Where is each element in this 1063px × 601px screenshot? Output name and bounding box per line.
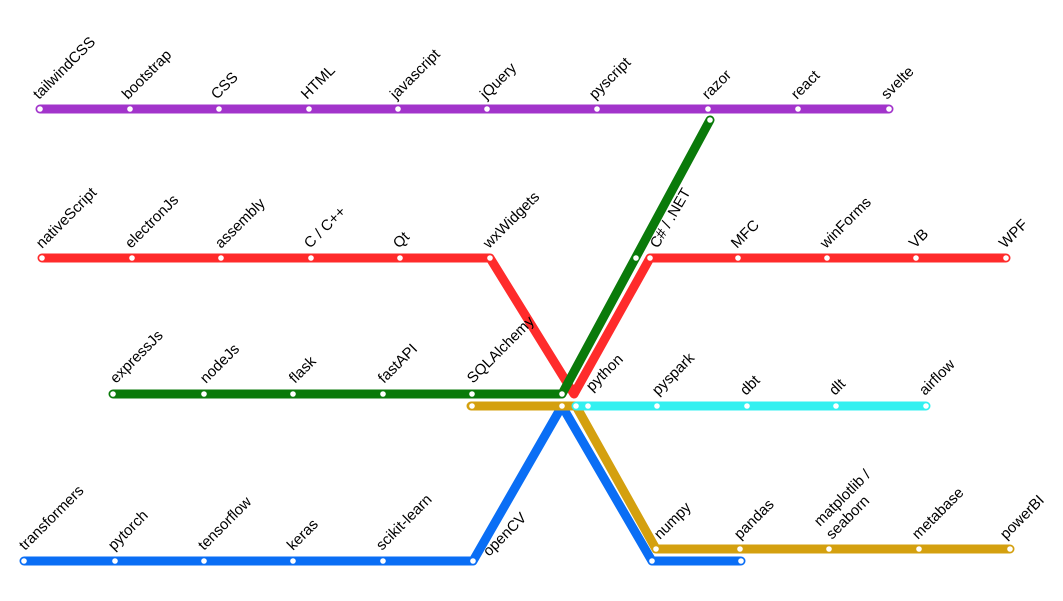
station-marker: [738, 558, 744, 564]
data-analysis-track: [466, 401, 1015, 554]
station-marker: [795, 106, 801, 112]
station-label-mfc: MFC: [728, 217, 763, 252]
desktop-track: [37, 253, 1011, 399]
station-label-vb: VB: [906, 226, 932, 252]
station-marker: [380, 391, 386, 397]
station-marker: [21, 558, 27, 564]
station-label-pytorch: pytorch: [105, 507, 152, 554]
station-marker: [824, 255, 830, 261]
station-label-tailwindcss: tailwindCSS: [30, 34, 99, 103]
desktop-line: [37, 253, 1011, 399]
station-marker: [487, 255, 493, 261]
station-marker: [923, 403, 929, 409]
station-label-fastapi: fastAPI: [375, 341, 421, 387]
station-marker: [469, 391, 475, 397]
station-marker: [705, 106, 711, 112]
station-marker: [110, 391, 116, 397]
station-marker: [127, 106, 133, 112]
station-marker: [585, 403, 591, 409]
station-marker: [654, 403, 660, 409]
station-marker: [744, 403, 750, 409]
station-label-transformers: transformers: [16, 482, 88, 554]
station-label-dlt: dlt: [826, 375, 850, 399]
station-marker: [112, 558, 118, 564]
station-marker: [737, 546, 743, 552]
station-marker: [395, 106, 401, 112]
station-label-winforms: winForms: [816, 194, 875, 253]
station-marker: [37, 106, 43, 112]
data-analysis-line: [466, 401, 1015, 554]
station-label-dbt: dbt: [737, 371, 764, 398]
station-marker: [913, 255, 919, 261]
station-label-css: CSS: [208, 69, 242, 103]
station-label-html: HTML: [298, 62, 339, 103]
station-label-wxwidgets: wxWidgets: [479, 189, 543, 253]
station-marker: [886, 106, 892, 112]
station-marker: [397, 255, 403, 261]
station-marker: [649, 558, 655, 564]
station-label-expressjs: expressJs: [107, 327, 167, 387]
station-label-svelte: svelte: [878, 63, 918, 103]
station-marker: [735, 255, 741, 261]
station-label-qt: Qt: [390, 228, 414, 252]
station-marker: [647, 255, 653, 261]
station-marker: [484, 106, 490, 112]
station-marker: [129, 255, 135, 261]
station-label-keras: keras: [284, 516, 322, 554]
station-marker: [826, 546, 832, 552]
station-label-nativescript: nativeScript: [33, 184, 101, 252]
station-label-javascript: javascript: [386, 45, 444, 103]
station-label-numpy: numpy: [651, 499, 695, 543]
station-label-pyspark: pyspark: [649, 349, 699, 399]
station-marker: [833, 403, 839, 409]
station-marker: [559, 391, 565, 397]
station-marker: [633, 255, 639, 261]
station-marker: [306, 106, 312, 112]
station-marker: [707, 117, 713, 123]
station-marker: [308, 255, 314, 261]
station-label-powerbi: powerBI: [997, 492, 1048, 543]
station-marker: [1007, 546, 1013, 552]
station-label-sqlalchemy: SQLAlchemy: [464, 313, 538, 387]
station-marker: [290, 391, 296, 397]
station-label-electronjs: electronJs: [122, 191, 182, 251]
station-marker: [916, 546, 922, 552]
station-label-c-cpp: C / C++: [301, 203, 350, 252]
station-label-metabase: metabase: [909, 484, 968, 543]
station-label-scikit-learn: scikit-learn: [373, 491, 436, 554]
station-label-razor: razor: [699, 67, 735, 103]
station-label-jquery: jQuery: [476, 59, 520, 103]
station-label-react: react: [788, 67, 824, 103]
station-marker: [201, 391, 207, 397]
station-markers: [21, 106, 1013, 564]
station-marker: [290, 558, 296, 564]
station-label-wpf: WPF: [996, 216, 1032, 252]
station-label-bootstrap: bootstrap: [119, 47, 175, 103]
station-marker: [469, 403, 475, 409]
station-label-pyscript: pyscript: [586, 54, 635, 103]
station-marker: [1003, 255, 1009, 261]
station-label-tensorflow: tensorflow: [195, 493, 255, 553]
station-label-nodejs: nodeJs: [197, 341, 243, 387]
station-marker: [39, 255, 45, 261]
station-marker: [216, 106, 222, 112]
station-label-flask: flask: [286, 353, 320, 387]
station-label-pandas: pandas: [731, 496, 778, 543]
station-label-airflow: airflow: [916, 356, 959, 399]
station-marker: [653, 546, 659, 552]
station-marker: [201, 558, 207, 564]
station-label-assembly: assembly: [212, 195, 269, 252]
station-marker: [470, 558, 476, 564]
station-marker: [380, 558, 386, 564]
station-marker: [218, 255, 224, 261]
station-marker: [573, 403, 579, 409]
station-marker: [559, 403, 565, 409]
station-marker: [594, 106, 600, 112]
